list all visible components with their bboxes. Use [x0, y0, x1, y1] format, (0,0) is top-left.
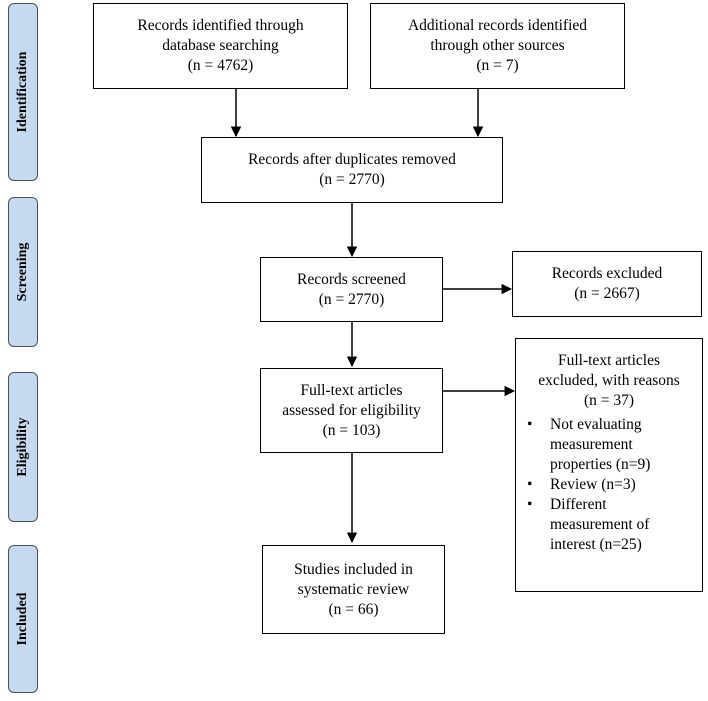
box-other-line-2: through other sources [430, 37, 565, 54]
box-included-line-1: Studies included in [294, 560, 413, 578]
box-database-records: Records identified through database sear… [93, 3, 348, 89]
fulltext-excluded-count: (n = 37) [583, 392, 635, 409]
box-fulltext-line-1: Full-text articles [300, 381, 403, 399]
fulltext-excluded-heading: Full-text articles excluded, with reason… [516, 351, 702, 411]
box-fulltext-count: (n = 103) [322, 421, 381, 439]
box-excluded-count: (n = 2667) [574, 285, 640, 302]
stage-included: Included [8, 545, 38, 693]
box-other-count: (n = 7) [476, 57, 519, 74]
box-database-line-1: Records identified through [137, 17, 304, 34]
box-duplicates-removed: Records after duplicates removed (n = 27… [201, 137, 503, 203]
reason-review: Review (n=3) [516, 475, 702, 495]
box-records-excluded: Records excluded (n = 2667) [512, 251, 702, 317]
stage-screening: Screening [8, 197, 38, 347]
box-other-line-1: Additional records identified [407, 17, 588, 34]
reason-2-line-1: Review (n=3) [550, 476, 636, 493]
stage-eligibility: Eligibility [8, 372, 38, 522]
box-studies-included: Studies included in systematic review (n… [262, 545, 445, 634]
reason-1-line-3: properties (n=9) [550, 456, 651, 473]
exclusion-reasons-list: Not evaluating measurement properties (n… [516, 415, 702, 555]
box-fulltext-excluded: Full-text articles excluded, with reason… [515, 338, 703, 592]
reason-different-measurement: Different measurement of interest (n=25) [516, 495, 702, 555]
box-database-line-2: database searching [162, 37, 279, 54]
box-other-sources: Additional records identified through ot… [370, 3, 625, 89]
box-included-line-2: systematic review [297, 580, 410, 598]
box-records-screened: Records screened (n = 2770) [260, 257, 443, 322]
box-fulltext-assessed: Full-text articles assessed for eligibil… [260, 368, 443, 453]
box-screened-line-1: Records screened [297, 270, 406, 288]
box-excluded-line-1: Records excluded [551, 265, 663, 282]
reason-1-line-1: Not evaluating [550, 416, 642, 433]
box-included-count: (n = 66) [328, 600, 379, 618]
fulltext-excluded-line-2: excluded, with reasons [538, 372, 680, 389]
box-dedup-line-1: Records after duplicates removed [248, 151, 456, 168]
reason-3-line-3: interest (n=25) [550, 536, 642, 553]
stage-identification: Identification [8, 3, 38, 181]
reason-3-line-2: measurement of [550, 516, 650, 533]
box-dedup-count: (n = 2770) [319, 171, 385, 188]
reason-1-line-2: measurement [550, 436, 633, 453]
fulltext-excluded-line-1: Full-text articles [557, 352, 660, 369]
reason-not-evaluating: Not evaluating measurement properties (n… [516, 415, 702, 475]
box-fulltext-line-2: assessed for eligibility [282, 401, 421, 419]
reason-3-line-1: Different [550, 496, 607, 513]
box-database-count: (n = 4762) [187, 57, 254, 74]
box-screened-count: (n = 2770) [318, 290, 385, 308]
